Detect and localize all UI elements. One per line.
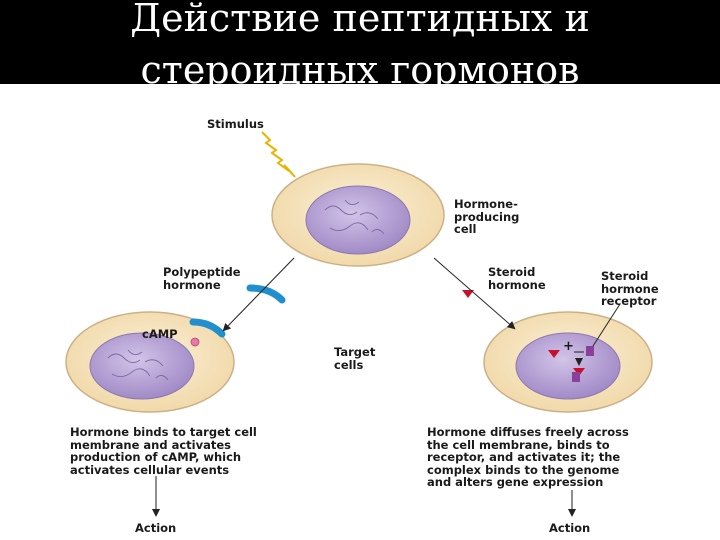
left-action-label: Action [135,521,177,535]
steroid-receptor-label: Steroid hormone receptor [601,269,659,308]
membrane-receptor-shape [189,318,226,338]
stimulus-signal [261,131,290,172]
steroid-hormone-shape [462,290,474,298]
left-target-cell [65,311,235,413]
right-target-cell [483,311,653,413]
steroid-hormone-label: Steroid hormone [488,265,546,292]
stimulus-label: Stimulus [207,117,264,131]
receptor-in-cell [586,346,594,356]
title-line-1: Действие пептидных и [130,0,590,40]
producing-cell-label: Hormone- producing cell [454,197,520,236]
left-description: Hormone binds to target cell membrane an… [70,425,257,477]
camp-molecule [190,337,200,347]
producing-cell [271,163,445,267]
plus-sign: + [563,339,574,354]
title-bar: Действие пептидных и стероидных гормонов [0,0,720,84]
polypeptide-hormone-shape [246,284,286,304]
title-line-2: стероидных гормонов [140,48,580,84]
camp-label: cAMP [142,327,178,341]
polypeptide-hormone-label: Polypeptide hormone [163,265,241,292]
right-action-label: Action [549,521,591,535]
target-cells-label: Target cells [334,345,376,372]
steroid-in-cell [548,350,560,358]
right-description: Hormone diffuses freely across the cell … [427,425,629,489]
